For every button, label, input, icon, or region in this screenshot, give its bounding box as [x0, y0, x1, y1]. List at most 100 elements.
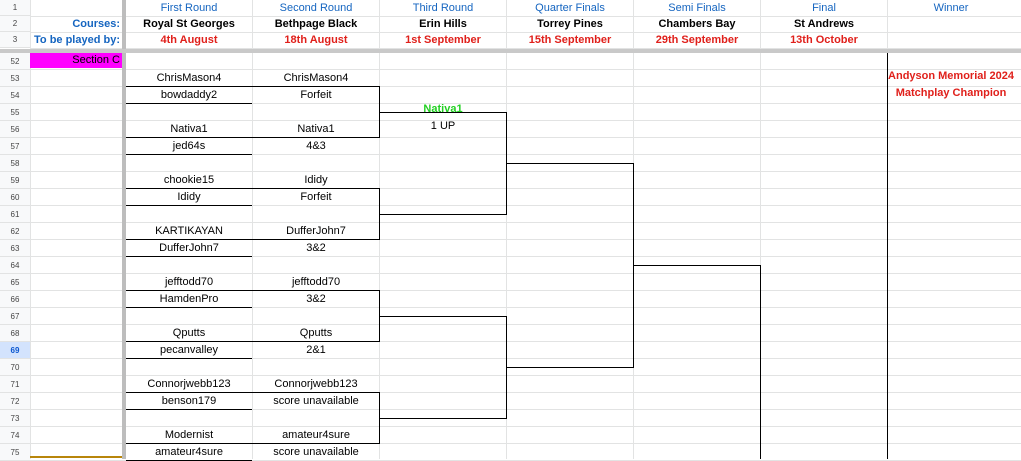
row-header[interactable]: 53	[0, 70, 30, 87]
date-cell[interactable]: 15th September	[528, 34, 612, 46]
round-header-winner[interactable]: Winner	[933, 2, 969, 14]
row-header[interactable]: 75	[0, 444, 30, 461]
round-header-final[interactable]: Final	[812, 2, 836, 14]
freeze-row-divider[interactable]	[0, 49, 1021, 53]
bracket-line	[126, 239, 379, 240]
row-header[interactable]: 2	[0, 16, 30, 32]
first-round-player[interactable]: amateur4sure	[155, 446, 223, 458]
second-round-player[interactable]: DufferJohn7	[286, 225, 346, 237]
row-header[interactable]: 54	[0, 87, 30, 104]
course-cell[interactable]: Bethpage Black	[274, 18, 358, 30]
first-round-player[interactable]: Ididy	[177, 191, 201, 203]
bracket-line	[506, 163, 633, 164]
row-header[interactable]: 55	[0, 104, 30, 121]
round-header-second[interactable]: Second Round	[279, 2, 353, 14]
row-header[interactable]: 74	[0, 427, 30, 444]
round-header-quarter[interactable]: Quarter Finals	[535, 2, 605, 14]
round-header-first[interactable]: First Round	[160, 2, 218, 14]
first-round-player[interactable]: benson179	[161, 395, 217, 407]
row-header[interactable]: 61	[0, 206, 30, 223]
row-header[interactable]: 62	[0, 223, 30, 240]
first-round-player[interactable]: pecanvalley	[159, 344, 219, 356]
gridline	[30, 375, 1021, 376]
row-header[interactable]: 70	[0, 359, 30, 376]
first-round-player[interactable]: ChrisMason4	[156, 72, 222, 84]
date-cell[interactable]: 13th October	[790, 34, 858, 46]
row-header[interactable]: 66	[0, 291, 30, 308]
row-header[interactable]: 73	[0, 410, 30, 427]
winner-title[interactable]: Andyson Memorial 2024	[888, 70, 1014, 82]
date-cell[interactable]: 1st September	[405, 34, 481, 46]
course-cell[interactable]: Royal St Georges	[143, 18, 235, 30]
row-header[interactable]: 1	[0, 0, 30, 16]
third-round-score[interactable]: 1 UP	[430, 120, 456, 132]
row-header[interactable]: 3	[0, 32, 30, 48]
row-header[interactable]: 65	[0, 274, 30, 291]
second-round-score[interactable]: Forfeit	[300, 191, 332, 203]
gridline	[30, 120, 1021, 121]
row-header[interactable]: 71	[0, 376, 30, 393]
second-round-score[interactable]: score unavailable	[273, 395, 359, 407]
second-round-player[interactable]: jefftodd70	[291, 276, 341, 288]
course-cell[interactable]: St Andrews	[793, 18, 855, 30]
played-by-label[interactable]: To be played by:	[34, 34, 120, 46]
date-cell[interactable]: 18th August	[284, 34, 348, 46]
row-header[interactable]: 68	[0, 325, 30, 342]
course-cell[interactable]: Erin Hills	[419, 18, 467, 30]
row-header[interactable]: 56	[0, 121, 30, 138]
gridline	[30, 409, 1021, 410]
second-round-score[interactable]: score unavailable	[273, 446, 359, 458]
first-round-player[interactable]: chookie15	[163, 174, 215, 186]
bracket-line	[126, 137, 379, 138]
first-round-player[interactable]: jed64s	[172, 140, 206, 152]
first-round-player[interactable]: Nativa1	[170, 123, 208, 135]
gridline	[30, 171, 1021, 172]
gridline	[30, 392, 1021, 393]
first-round-player[interactable]: DufferJohn7	[159, 242, 219, 254]
first-round-player[interactable]: bowdaddy2	[160, 89, 218, 101]
gridline	[30, 358, 1021, 359]
second-round-score[interactable]: 3&2	[306, 242, 326, 254]
second-round-player[interactable]: Connorjwebb123	[274, 378, 358, 390]
row-header[interactable]: 57	[0, 138, 30, 155]
row-header[interactable]: 67	[0, 308, 30, 325]
courses-label[interactable]: Courses:	[72, 18, 120, 30]
first-round-player[interactable]: KARTIKAYAN	[155, 225, 223, 237]
gridline	[30, 443, 1021, 444]
second-round-player[interactable]: ChrisMason4	[283, 72, 349, 84]
second-round-player[interactable]: Nativa1	[297, 123, 335, 135]
row-header[interactable]: 64	[0, 257, 30, 274]
course-cell[interactable]: Chambers Bay	[658, 18, 736, 30]
row-header[interactable]: 52	[0, 53, 30, 70]
row-header[interactable]: 63	[0, 240, 30, 257]
date-cell[interactable]: 4th August	[160, 34, 218, 46]
row-header[interactable]: 69	[0, 342, 30, 359]
first-round-player[interactable]: jefftodd70	[164, 276, 214, 288]
section-label[interactable]: Section C	[30, 53, 122, 68]
second-round-player[interactable]: amateur4sure	[282, 429, 350, 441]
course-cell[interactable]: Torrey Pines	[537, 18, 603, 30]
round-header-third[interactable]: Third Round	[412, 2, 474, 14]
second-round-score[interactable]: 2&1	[306, 344, 326, 356]
date-cell[interactable]: 29th September	[655, 34, 739, 46]
first-round-player[interactable]: Modernist	[164, 429, 214, 441]
second-round-player[interactable]: Qputts	[299, 327, 333, 339]
row-header[interactable]: 60	[0, 189, 30, 206]
gridline	[30, 0, 31, 459]
first-round-player[interactable]: Qputts	[172, 327, 206, 339]
freeze-column-divider[interactable]	[122, 0, 126, 459]
row-header[interactable]: 72	[0, 393, 30, 410]
third-round-player[interactable]: Nativa1	[423, 103, 463, 115]
winner-subtitle[interactable]: Matchplay Champion	[895, 87, 1007, 99]
round-header-semi[interactable]: Semi Finals	[668, 2, 726, 14]
second-round-player[interactable]: Ididy	[304, 174, 328, 186]
row-header[interactable]: 59	[0, 172, 30, 189]
second-round-score[interactable]: Forfeit	[300, 89, 332, 101]
gridline	[30, 16, 1021, 17]
first-round-player[interactable]: Connorjwebb123	[147, 378, 231, 390]
second-round-score[interactable]: 3&2	[306, 293, 326, 305]
row-header[interactable]: 58	[0, 155, 30, 172]
second-round-score[interactable]: 4&3	[306, 140, 326, 152]
first-round-player[interactable]: HamdenPro	[159, 293, 219, 305]
